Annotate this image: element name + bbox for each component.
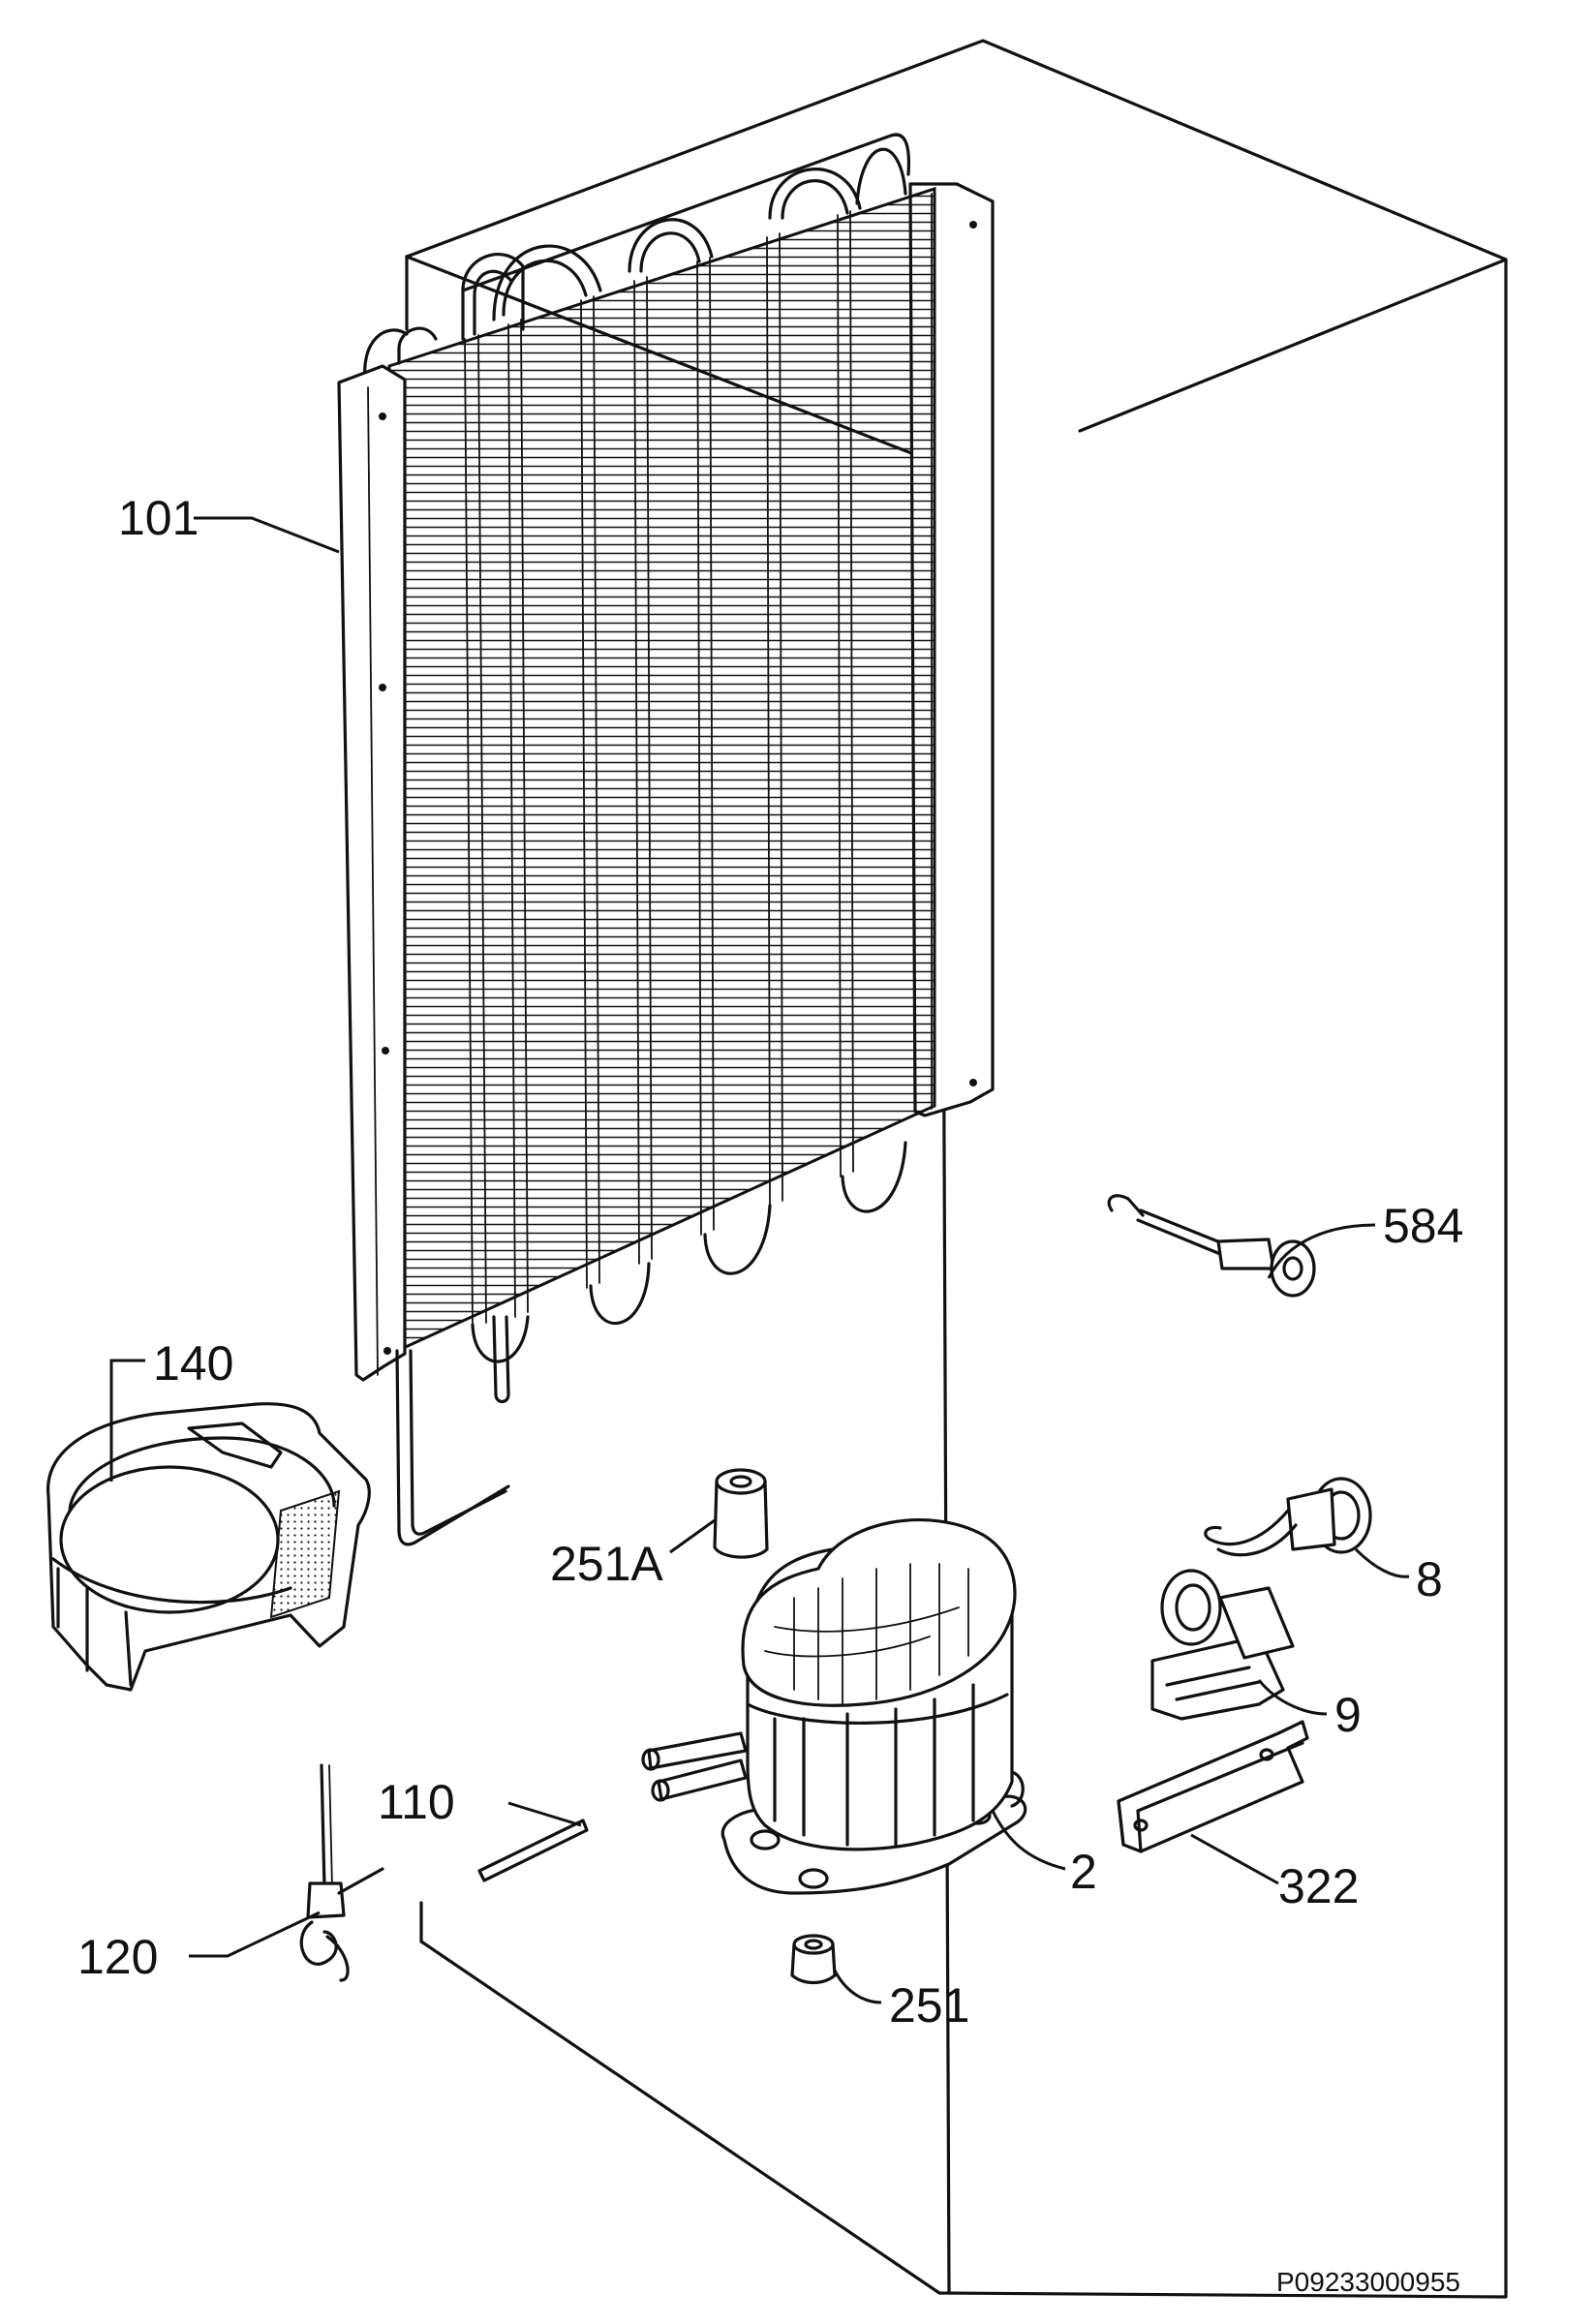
process-tube — [477, 1819, 589, 1882]
callout-584: 584 — [1383, 1199, 1463, 1253]
callout-110: 110 — [378, 1775, 455, 1829]
starter-relay — [1150, 1569, 1295, 1721]
door-sensor — [1107, 1194, 1316, 1298]
callout-120: 120 — [77, 1930, 158, 1984]
leader-lines — [109, 516, 1410, 2004]
callout-322: 322 — [1278, 1859, 1359, 1913]
callout-251a: 251A — [550, 1537, 663, 1591]
mounting-bracket — [1117, 1720, 1309, 1853]
compressor — [641, 1518, 1027, 1895]
rubber-grommet — [790, 1934, 837, 1985]
drawing-code: P09233000955 — [1276, 2267, 1460, 2297]
callout-101: 101 — [118, 491, 199, 545]
thermal-protector — [1204, 1477, 1372, 1557]
callout-2: 2 — [1070, 1845, 1097, 1899]
condenser-coil — [337, 133, 995, 1546]
dryer-filter — [713, 1468, 769, 1559]
capillary-fitting — [299, 1763, 384, 1982]
callout-8: 8 — [1416, 1552, 1443, 1606]
drip-tray — [46, 1402, 371, 1692]
callout-251: 251 — [889, 1978, 969, 2033]
callout-9: 9 — [1334, 1688, 1362, 1742]
callout-140: 140 — [153, 1336, 233, 1391]
